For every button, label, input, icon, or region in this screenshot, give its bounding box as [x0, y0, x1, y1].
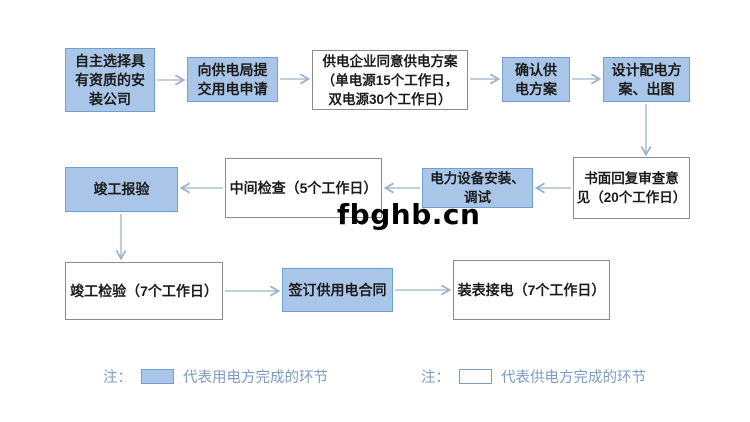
legend-label: 代表供电方完成的环节	[501, 369, 646, 386]
step-equipment-install-debug: 电力设备安装、 调试	[422, 168, 533, 208]
step-completion-inspection: 竣工检验（7个工作日）	[65, 262, 223, 320]
step-meter-installation: 装表接电（7个工作日）	[453, 260, 610, 320]
legend-supplier-side: 注： 代表供电方完成的环节	[421, 366, 646, 386]
legend-consumer-side: 注： 代表用电方完成的环节	[103, 366, 328, 386]
step-design-distribution: 设计配电方 案、出图	[603, 57, 690, 102]
step-confirm-plan: 确认供 电方案	[502, 57, 570, 102]
step-intermediate-inspection: 中间检查（5个工作日）	[225, 158, 382, 218]
step-submit-application: 向供电局提 交用电申请	[187, 57, 278, 102]
step-supply-plan-approval: 供电企业同意供电方案 （单电源15个工作日， 双电源30个工作日）	[312, 50, 468, 110]
legend-white-swatch-icon	[459, 368, 492, 384]
watermark-text: fbghb.cn	[337, 198, 481, 231]
legend-blue-swatch-icon	[141, 368, 174, 384]
legend-prefix: 注：	[421, 369, 450, 386]
legend-prefix: 注：	[103, 369, 132, 386]
step-sign-contract: 签订供用电合同	[282, 268, 393, 312]
step-completion-report: 竣工报验	[65, 167, 178, 212]
step-written-review-reply: 书面回复审查意 见（20个工作日）	[573, 157, 690, 219]
step-choose-installer: 自主选择具 有资质的安 装公司	[65, 48, 155, 112]
legend-label: 代表用电方完成的环节	[183, 369, 328, 386]
